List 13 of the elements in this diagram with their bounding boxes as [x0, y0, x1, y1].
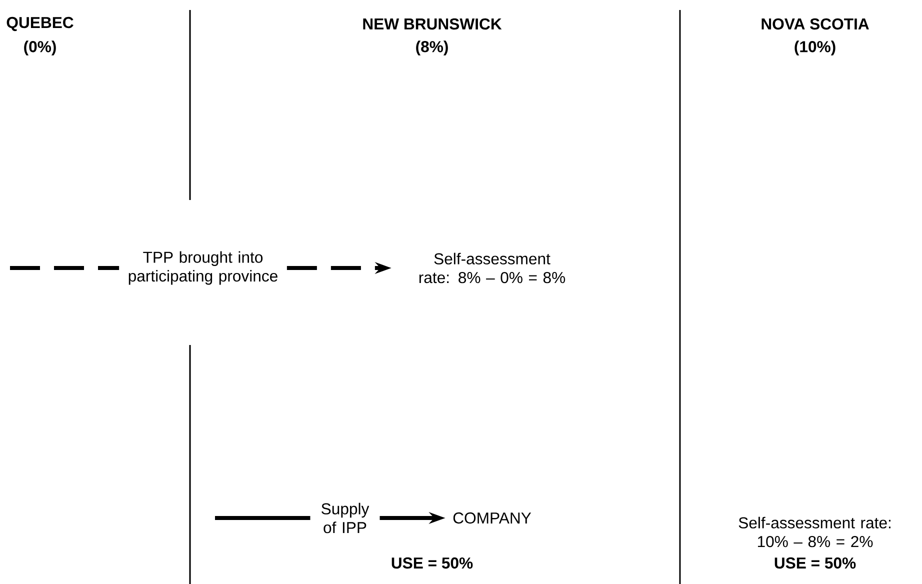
tax-rate: (8%): [416, 40, 448, 56]
rate-note: Self-assessment rate: 10% – 8% = 2%: [738, 516, 890, 548]
flow-text: Self-assessment rate: 8% – 0% = 8%: [419, 252, 566, 284]
province-heading: NEW BRUNSWICK: [363, 18, 502, 30]
tax-rate: (10%): [794, 40, 836, 56]
flow-text: TPP brought into participating province: [128, 251, 278, 285]
flow-text: COMPANY: [453, 512, 532, 524]
tax-rate: (0%): [24, 40, 56, 56]
use-note: USE = 50%: [774, 557, 856, 569]
use-note: USE = 50%: [392, 557, 473, 569]
flow-text: Supply of IPP: [322, 502, 370, 534]
province-heading: QUEBEC: [6, 16, 74, 32]
province-heading: NOVA SCOTIA: [762, 18, 869, 30]
